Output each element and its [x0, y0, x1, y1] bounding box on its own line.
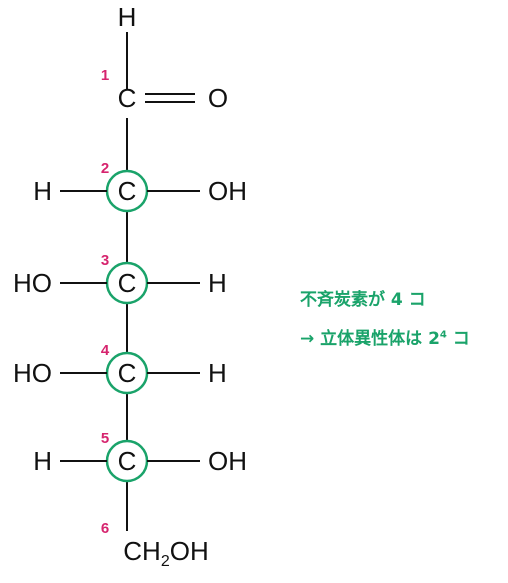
carbon-3-atom: C — [118, 268, 137, 298]
c5-left-group: H — [33, 446, 52, 476]
carbon-number-3: 3 — [101, 252, 109, 269]
stereocenter-note: 不斉炭素が 4 コ → 立体異性体は 24 コ — [300, 285, 470, 349]
c3-right-group: H — [208, 268, 227, 298]
note-line-1: 不斉炭素が 4 コ — [300, 290, 426, 310]
carbon-2-atom: C — [118, 176, 137, 206]
c3-left-group: HO — [13, 268, 52, 298]
c4-right-group: H — [208, 358, 227, 388]
carbon-6-label: CH2OH — [123, 536, 208, 570]
c2-left-group: H — [33, 176, 52, 206]
carbonyl-oxygen: O — [208, 83, 228, 113]
top-hydrogen: H — [118, 2, 137, 32]
c2-right-group: OH — [208, 176, 247, 206]
carbon-number-2: 2 — [101, 160, 109, 177]
note-line-2-suffix: コ — [446, 329, 470, 349]
carbon-4-atom: C — [118, 358, 137, 388]
note-line-2: → 立体異性体は 24 コ — [300, 324, 470, 349]
c5-right-group: OH — [208, 446, 247, 476]
carbon-5-atom: C — [118, 446, 137, 476]
note-exponent: 4 — [439, 329, 447, 341]
carbon-number-4: 4 — [101, 342, 110, 359]
carbon-1-atom: C — [118, 83, 137, 113]
carbon-number-1: 1 — [101, 67, 109, 84]
c4-left-group: HO — [13, 358, 52, 388]
carbon-number-6: 6 — [101, 520, 109, 537]
carbon-number-5: 5 — [101, 430, 109, 447]
note-line-2-prefix: → 立体異性体は 2 — [300, 329, 440, 349]
